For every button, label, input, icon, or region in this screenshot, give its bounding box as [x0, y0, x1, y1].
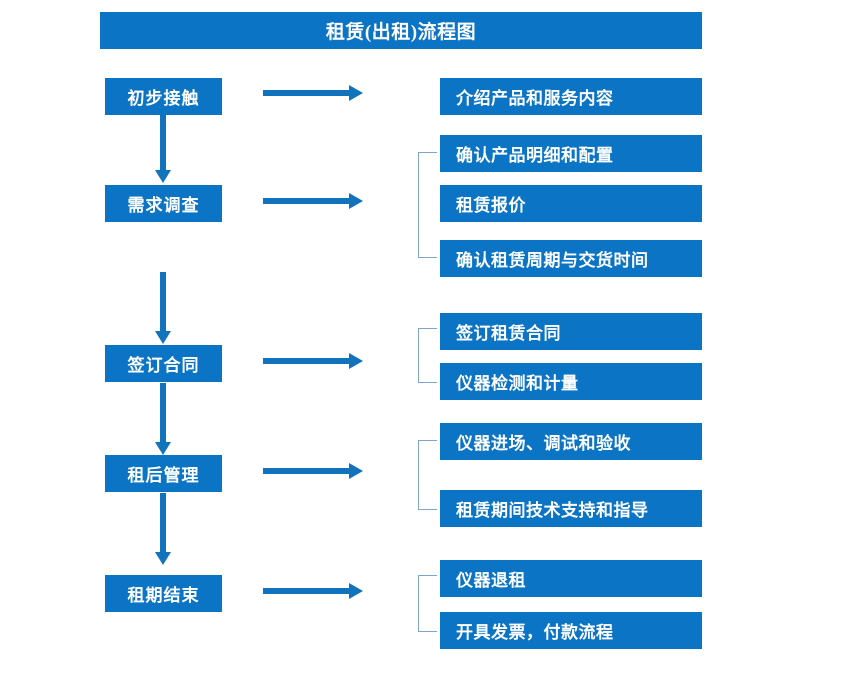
- stage-box-2[interactable]: 需求调查: [105, 185, 222, 222]
- arrow-head: [349, 353, 363, 369]
- arrow-head: [155, 552, 171, 565]
- flow-arrow-down-3: [155, 383, 171, 455]
- diagram-title: 租赁(出租)流程图: [100, 12, 702, 49]
- detail-box-2-3[interactable]: 确认租赁周期与交货时间: [440, 240, 702, 277]
- group-bracket-4: [418, 440, 437, 510]
- detail-box-2-2[interactable]: 租赁报价: [440, 185, 702, 222]
- detail-box-3-2[interactable]: 仪器检测和计量: [440, 363, 702, 400]
- detail-box-1-1[interactable]: 介绍产品和服务内容: [440, 78, 702, 115]
- arrow-head: [155, 331, 171, 344]
- arrow-shaft: [160, 383, 166, 442]
- arrow-shaft: [263, 588, 351, 594]
- detail-box-4-2[interactable]: 租赁期间技术支持和指导: [440, 490, 702, 527]
- detail-box-2-1[interactable]: 确认产品明细和配置: [440, 135, 702, 172]
- flow-arrow-right-5: [263, 583, 363, 599]
- arrow-shaft: [263, 358, 351, 364]
- flow-arrow-right-1: [263, 85, 363, 101]
- flow-arrow-right-4: [263, 463, 363, 479]
- arrow-shaft: [263, 468, 351, 474]
- arrow-shaft: [160, 272, 166, 331]
- group-bracket-2: [418, 152, 437, 258]
- arrow-shaft: [263, 198, 351, 204]
- stage-box-3[interactable]: 签订合同: [105, 345, 222, 382]
- flow-arrow-right-2: [263, 193, 363, 209]
- arrow-shaft: [263, 90, 351, 96]
- arrow-shaft: [160, 115, 166, 170]
- group-bracket-5: [418, 575, 437, 632]
- arrow-head: [349, 193, 363, 209]
- arrow-head: [155, 170, 171, 183]
- stage-box-5[interactable]: 租期结束: [105, 575, 222, 612]
- arrow-head: [349, 583, 363, 599]
- flow-arrow-down-2: [155, 272, 171, 344]
- arrow-head: [349, 85, 363, 101]
- arrow-head: [349, 463, 363, 479]
- detail-box-5-2[interactable]: 开具发票，付款流程: [440, 612, 702, 649]
- group-bracket-3: [418, 328, 437, 383]
- stage-box-1[interactable]: 初步接触: [105, 78, 222, 115]
- flow-arrow-down-1: [155, 115, 171, 183]
- flow-arrow-right-3: [263, 353, 363, 369]
- arrow-head: [155, 442, 171, 455]
- flow-arrow-down-4: [155, 493, 171, 565]
- stage-box-4[interactable]: 租后管理: [105, 455, 222, 492]
- detail-box-4-1[interactable]: 仪器进场、调试和验收: [440, 423, 702, 460]
- arrow-shaft: [160, 493, 166, 552]
- detail-box-3-1[interactable]: 签订租赁合同: [440, 313, 702, 350]
- detail-box-5-1[interactable]: 仪器退租: [440, 560, 702, 597]
